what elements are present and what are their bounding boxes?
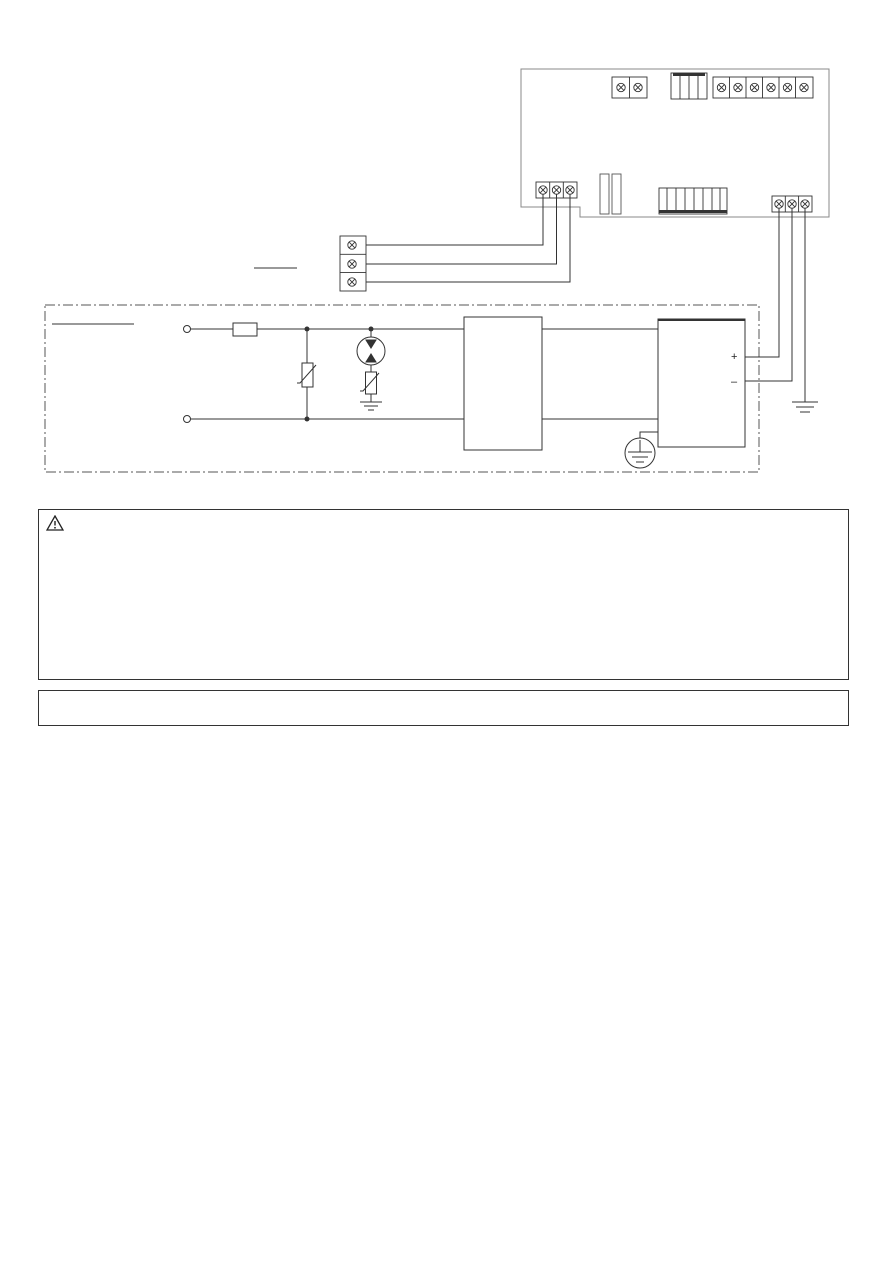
board-dip-switch-top: [670, 72, 708, 100]
dc-negative-symbol: –: [731, 376, 738, 388]
dc-positive-wire: [745, 208, 780, 358]
filter-block: [463, 316, 543, 451]
dc-negative-wire: [745, 208, 793, 382]
external-terminal-block: [339, 235, 367, 292]
psu-module: [657, 318, 746, 448]
board-jumpers: [599, 173, 622, 215]
input-terminal-l: [183, 325, 191, 333]
signal-wires: [366, 194, 571, 283]
warning-panel: [38, 509, 849, 680]
input-circuit: [183, 208, 818, 469]
board-dip-switch-bottom: [658, 187, 728, 215]
warning-triangle-icon: [46, 515, 64, 531]
input-terminal-n: [183, 415, 191, 423]
board-terminal-top-right: [712, 76, 814, 99]
wiring-diagram: + –: [44, 68, 830, 473]
protective-earth-symbol: [624, 431, 658, 469]
control-board: [520, 68, 830, 218]
board-terminal-top-left: [611, 76, 648, 99]
note-panel: [38, 690, 849, 726]
fuse: [232, 322, 258, 337]
power-supply-frame: [44, 304, 760, 473]
varistor-1: [297, 329, 317, 419]
surge-arrester: [356, 329, 386, 411]
ground-symbol: [792, 208, 818, 413]
dc-positive-symbol: +: [731, 351, 737, 363]
